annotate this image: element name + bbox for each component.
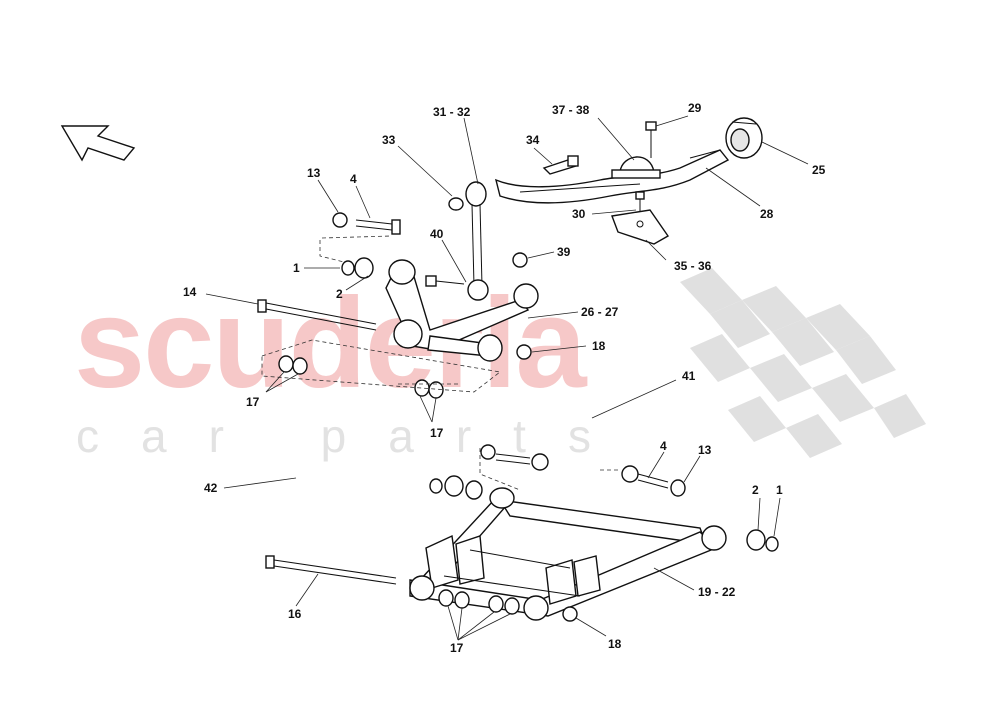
- callout-4: 4: [350, 172, 357, 186]
- callout-29: 29: [688, 101, 702, 115]
- callout-19-22: 19 - 22: [698, 585, 736, 599]
- leader-lines: [205, 115, 809, 641]
- callout-18: 18: [592, 339, 606, 353]
- callout-39: 39: [557, 245, 571, 259]
- callout-28: 28: [760, 207, 774, 221]
- link-31-32: [465, 181, 489, 301]
- bolt-4-lower: [621, 465, 669, 489]
- callout-1: 1: [293, 261, 300, 275]
- lower-trailing-arm: [409, 487, 727, 621]
- clamp-37-38: [611, 156, 661, 179]
- bracket-35-36: [611, 209, 670, 245]
- bolt-14: [257, 299, 377, 331]
- checker-flag-watermark: [680, 268, 926, 458]
- bushing-25: [725, 117, 763, 159]
- callout-25: 25: [812, 163, 826, 177]
- callout-37-38: 37 - 38: [552, 103, 590, 117]
- callout-26-27: 26 - 27: [581, 305, 619, 319]
- callout-17: 17: [246, 395, 260, 409]
- callout-40: 40: [430, 227, 444, 241]
- stabilizer-bar: [494, 149, 730, 204]
- nut-18-upper: [516, 344, 532, 360]
- nut-18-lower: [562, 606, 578, 622]
- watermark: scuderia car parts: [74, 268, 926, 462]
- callout-17: 17: [430, 426, 444, 440]
- callout-35-36: 35 - 36: [674, 259, 712, 273]
- nut-39: [512, 252, 528, 268]
- callout-34: 34: [526, 133, 540, 147]
- bolt-29: [645, 121, 657, 158]
- nut-1-lower: [765, 536, 779, 552]
- arrow-up-left-icon: [60, 125, 136, 162]
- callout-42: 42: [204, 481, 218, 495]
- bolt-4-upper: [332, 212, 401, 235]
- callout-41: 41: [682, 369, 696, 383]
- callout-4: 4: [660, 439, 667, 453]
- callout-2: 2: [336, 287, 343, 301]
- bolt-lower-top: [480, 444, 549, 471]
- callout-30: 30: [572, 207, 586, 221]
- callout-13: 13: [698, 443, 712, 457]
- callout-17: 17: [450, 641, 464, 655]
- bolt-40: [425, 275, 465, 287]
- callout-16: 16: [288, 607, 302, 621]
- callout-2: 2: [752, 483, 759, 497]
- dashed-guides-lower: [479, 448, 620, 491]
- bolt-16: [265, 555, 397, 585]
- callout-33: 33: [382, 133, 396, 147]
- bolt-34: [542, 155, 579, 175]
- washers-17-lower: [438, 589, 520, 615]
- washers-17-upper: [278, 355, 444, 399]
- upper-wishbone: [385, 259, 539, 362]
- callout-18: 18: [608, 637, 622, 651]
- callout-31-32: 31 - 32: [433, 105, 471, 119]
- callout-14: 14: [183, 285, 197, 299]
- callout-1: 1: [776, 483, 783, 497]
- watermark-tagline: car parts: [76, 410, 633, 462]
- washers-lower-top: [429, 475, 483, 500]
- bushing-2-lower: [746, 529, 766, 551]
- washer-13-lower: [670, 479, 686, 497]
- callout-labels: 13 4 33 31 - 32 34 37 - 38 29 25 28 30 4…: [183, 101, 826, 655]
- callout-13: 13: [307, 166, 321, 180]
- washer-1-upper: [341, 257, 374, 279]
- dashed-guides-upper: [261, 235, 501, 393]
- nut-33: [448, 197, 464, 211]
